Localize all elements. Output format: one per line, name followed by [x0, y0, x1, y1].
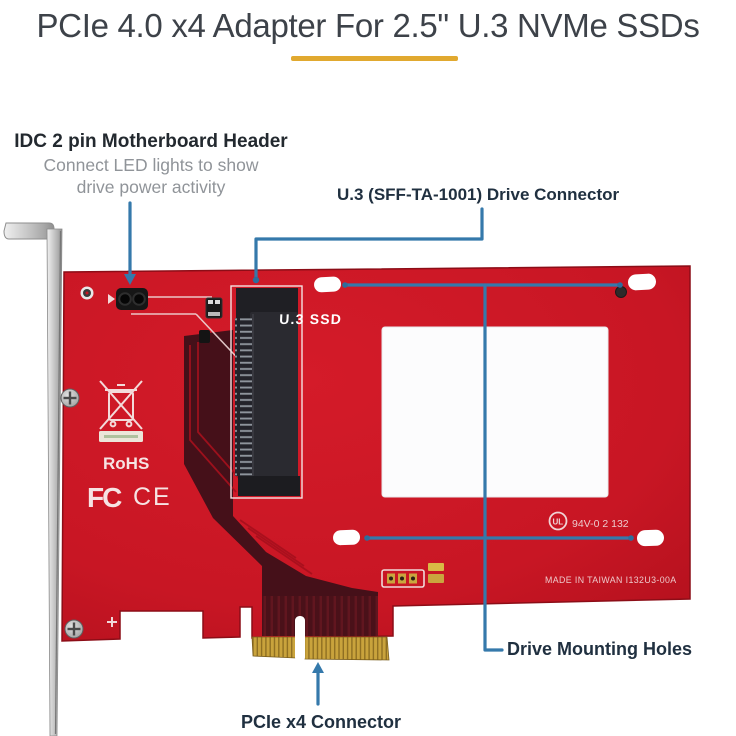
connector-pin-comb: [235, 318, 252, 476]
u3-ssd-label: U.3 SSD: [279, 311, 343, 327]
leader-endpoint: [617, 282, 623, 288]
ul-mark: UL 94V-0 2 132: [548, 511, 629, 531]
leader-pcie-arrowhead-icon: [312, 662, 324, 673]
mounting-bracket: [3, 222, 63, 736]
smd-component-yellow: [428, 574, 444, 583]
connector-body: [250, 312, 298, 482]
silkscreen-plus-mark: [107, 617, 117, 627]
pcie-key-notch: [295, 616, 305, 662]
leader-holes-vertical: [483, 283, 504, 652]
drive-outline-area: [381, 326, 609, 498]
drive-mounting-holes: [314, 273, 664, 547]
leader-endpoint: [364, 535, 370, 541]
ul-rating-label: 94V-0 2 132: [572, 518, 629, 530]
leader-endpoint: [342, 282, 348, 288]
pcb-board: U.3 SSD RoHS FC CE UL 94V-0 2 1: [60, 265, 691, 662]
leader-endpoint: [628, 535, 634, 541]
pin1-arrow-icon: [108, 294, 115, 304]
leader-u3-endpoint: [252, 276, 260, 284]
annotation-leader-lines: [124, 201, 634, 706]
annotation-idc-line1: Connect LED lights to show: [43, 155, 259, 175]
connector-bottom-flange: [238, 476, 300, 496]
connector-silkscreen-outline: [230, 285, 303, 499]
annotation-idc-line2: drive power activity: [76, 177, 226, 197]
made-in-taiwan-label: MADE IN TAIWAN I132U3-00A: [545, 575, 677, 585]
bracket-screw: [60, 388, 80, 408]
title-underline-accent: [291, 56, 458, 61]
leader-u3-connector: [254, 207, 484, 279]
fcc-mark: FC: [87, 482, 122, 513]
annotation-idc-header: IDC 2 pin Motherboard Header Connect LED…: [0, 130, 308, 198]
smd-component: [199, 330, 210, 343]
rohs-label: RoHS: [103, 454, 149, 473]
ul-mark-letters: UL: [553, 518, 564, 527]
smd-component-yellow: [428, 563, 444, 571]
leader-idc-arrowhead-icon: [124, 274, 136, 285]
board-hole-center: [85, 291, 89, 295]
weee-icon: [99, 380, 143, 430]
silkscreen-marks: U.3 SSD RoHS FC CE UL 94V-0 2 1: [87, 311, 677, 588]
led-jumper-block: [381, 563, 444, 588]
annotation-idc-heading: IDC 2 pin Motherboard Header: [14, 131, 288, 152]
annotation-mounting-holes-label: Drive Mounting Holes: [507, 639, 693, 659]
smd-pad: [208, 312, 220, 316]
bracket-screw: [64, 619, 84, 639]
board-hardware: [60, 286, 627, 639]
mounting-hole: [628, 273, 656, 291]
mounting-hole: [314, 276, 342, 293]
smd-pad: [208, 300, 213, 304]
u3-drive-connector: [230, 285, 303, 499]
mounting-hole: [333, 529, 361, 546]
mounting-hole: [637, 529, 664, 547]
trace-region: [184, 330, 378, 636]
annotation-pcie-connector-label: PCIe x4 Connector: [240, 712, 402, 732]
smd-pad: [215, 300, 220, 304]
pcie-gold-fingers: [251, 616, 390, 662]
idc-2pin-header: [108, 288, 248, 369]
page-title: PCIe 4.0 x4 Adapter For 2.5" U.3 NVMe SS…: [36, 7, 700, 44]
ce-mark: CE: [133, 483, 172, 511]
annotation-u3-connector-label: U.3 (SFF-TA-1001) Drive Connector: [337, 185, 620, 204]
screw-hole-dark: [615, 286, 627, 298]
